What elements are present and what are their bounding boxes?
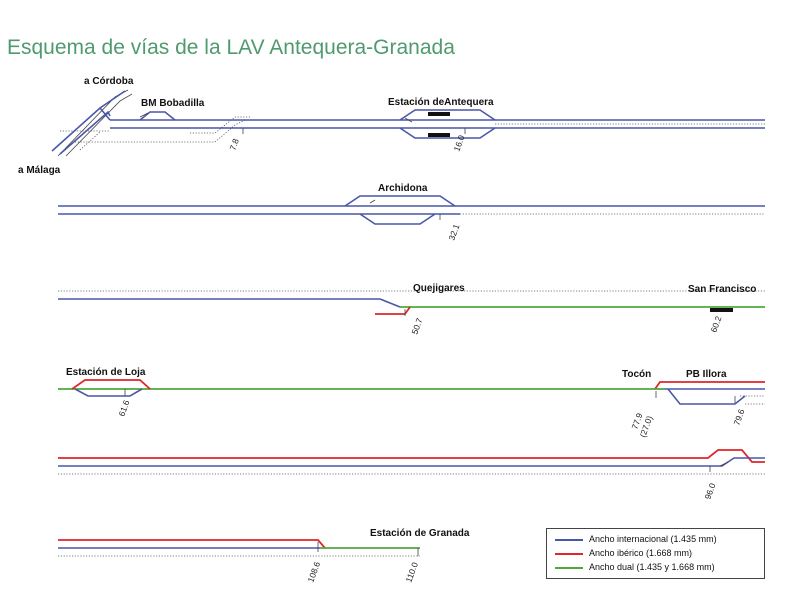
km-32-1: 32.1 [446, 222, 461, 241]
row-96: 96.0 [58, 449, 765, 501]
legend-swatch-blue [555, 538, 583, 541]
legend-item-international: Ancho internacional (1.435 mm) [555, 534, 717, 546]
legend-swatch-green [555, 566, 583, 569]
km-96-0: 96.0 [702, 481, 717, 500]
label-estacion-granada: Estación de Granada [370, 528, 470, 539]
km-16-0: 16.0 [451, 133, 466, 152]
legend-item-iberian: Ancho ibérico (1.668 mm) [555, 548, 692, 560]
legend-swatch-red [555, 552, 583, 555]
label-estacion-antequera: Estación deAntequera [388, 97, 494, 108]
page-title: Esquema de vías de la LAV Antequera-Gran… [7, 36, 455, 59]
legend: Ancho internacional (1.435 mm) Ancho ibé… [546, 528, 765, 579]
row-loja: Estación de Loja Tocón PB Illora 61.6 77… [58, 367, 765, 439]
label-san-francisco: San Francisco [688, 284, 756, 295]
label-pb-illora: PB Illora [686, 369, 727, 380]
km-108-6: 108.6 [305, 560, 322, 584]
km-60-2: 60.2 [708, 314, 723, 333]
legend-label: Ancho ibérico (1.668 mm) [589, 548, 693, 558]
km-7-8: 7.8 [227, 137, 241, 152]
label-bm-bobadilla: BM Bobadilla [141, 98, 205, 109]
km-79-6: 79.6 [731, 407, 746, 426]
label-quejigares: Quejigares [413, 283, 465, 294]
km-50-7: 50.7 [409, 316, 424, 335]
legend-label: Ancho internacional (1.435 mm) [589, 534, 717, 544]
row-archidona: Archidona 32.1 [58, 183, 765, 242]
legend-item-dual: Ancho dual (1.435 y 1.668 mm) [555, 562, 715, 574]
label-estacion-loja: Estación de Loja [66, 367, 146, 378]
label-tocon: Tocón [622, 369, 651, 380]
label-archidona: Archidona [378, 183, 428, 194]
km-61-6: 61.6 [116, 398, 131, 417]
row-quejigares: Quejigares San Francisco 50.7 60.2 [58, 283, 765, 336]
row-granada: Estación de Granada 108.6 110.0 [58, 528, 470, 584]
label-a-cordoba: a Córdoba [84, 76, 134, 87]
row-antequera: a Córdoba a Málaga BM Bobadilla Estación… [18, 76, 765, 176]
km-110-0: 110.0 [403, 561, 420, 584]
label-a-malaga: a Málaga [18, 165, 61, 176]
legend-label: Ancho dual (1.435 y 1.668 mm) [589, 562, 715, 572]
